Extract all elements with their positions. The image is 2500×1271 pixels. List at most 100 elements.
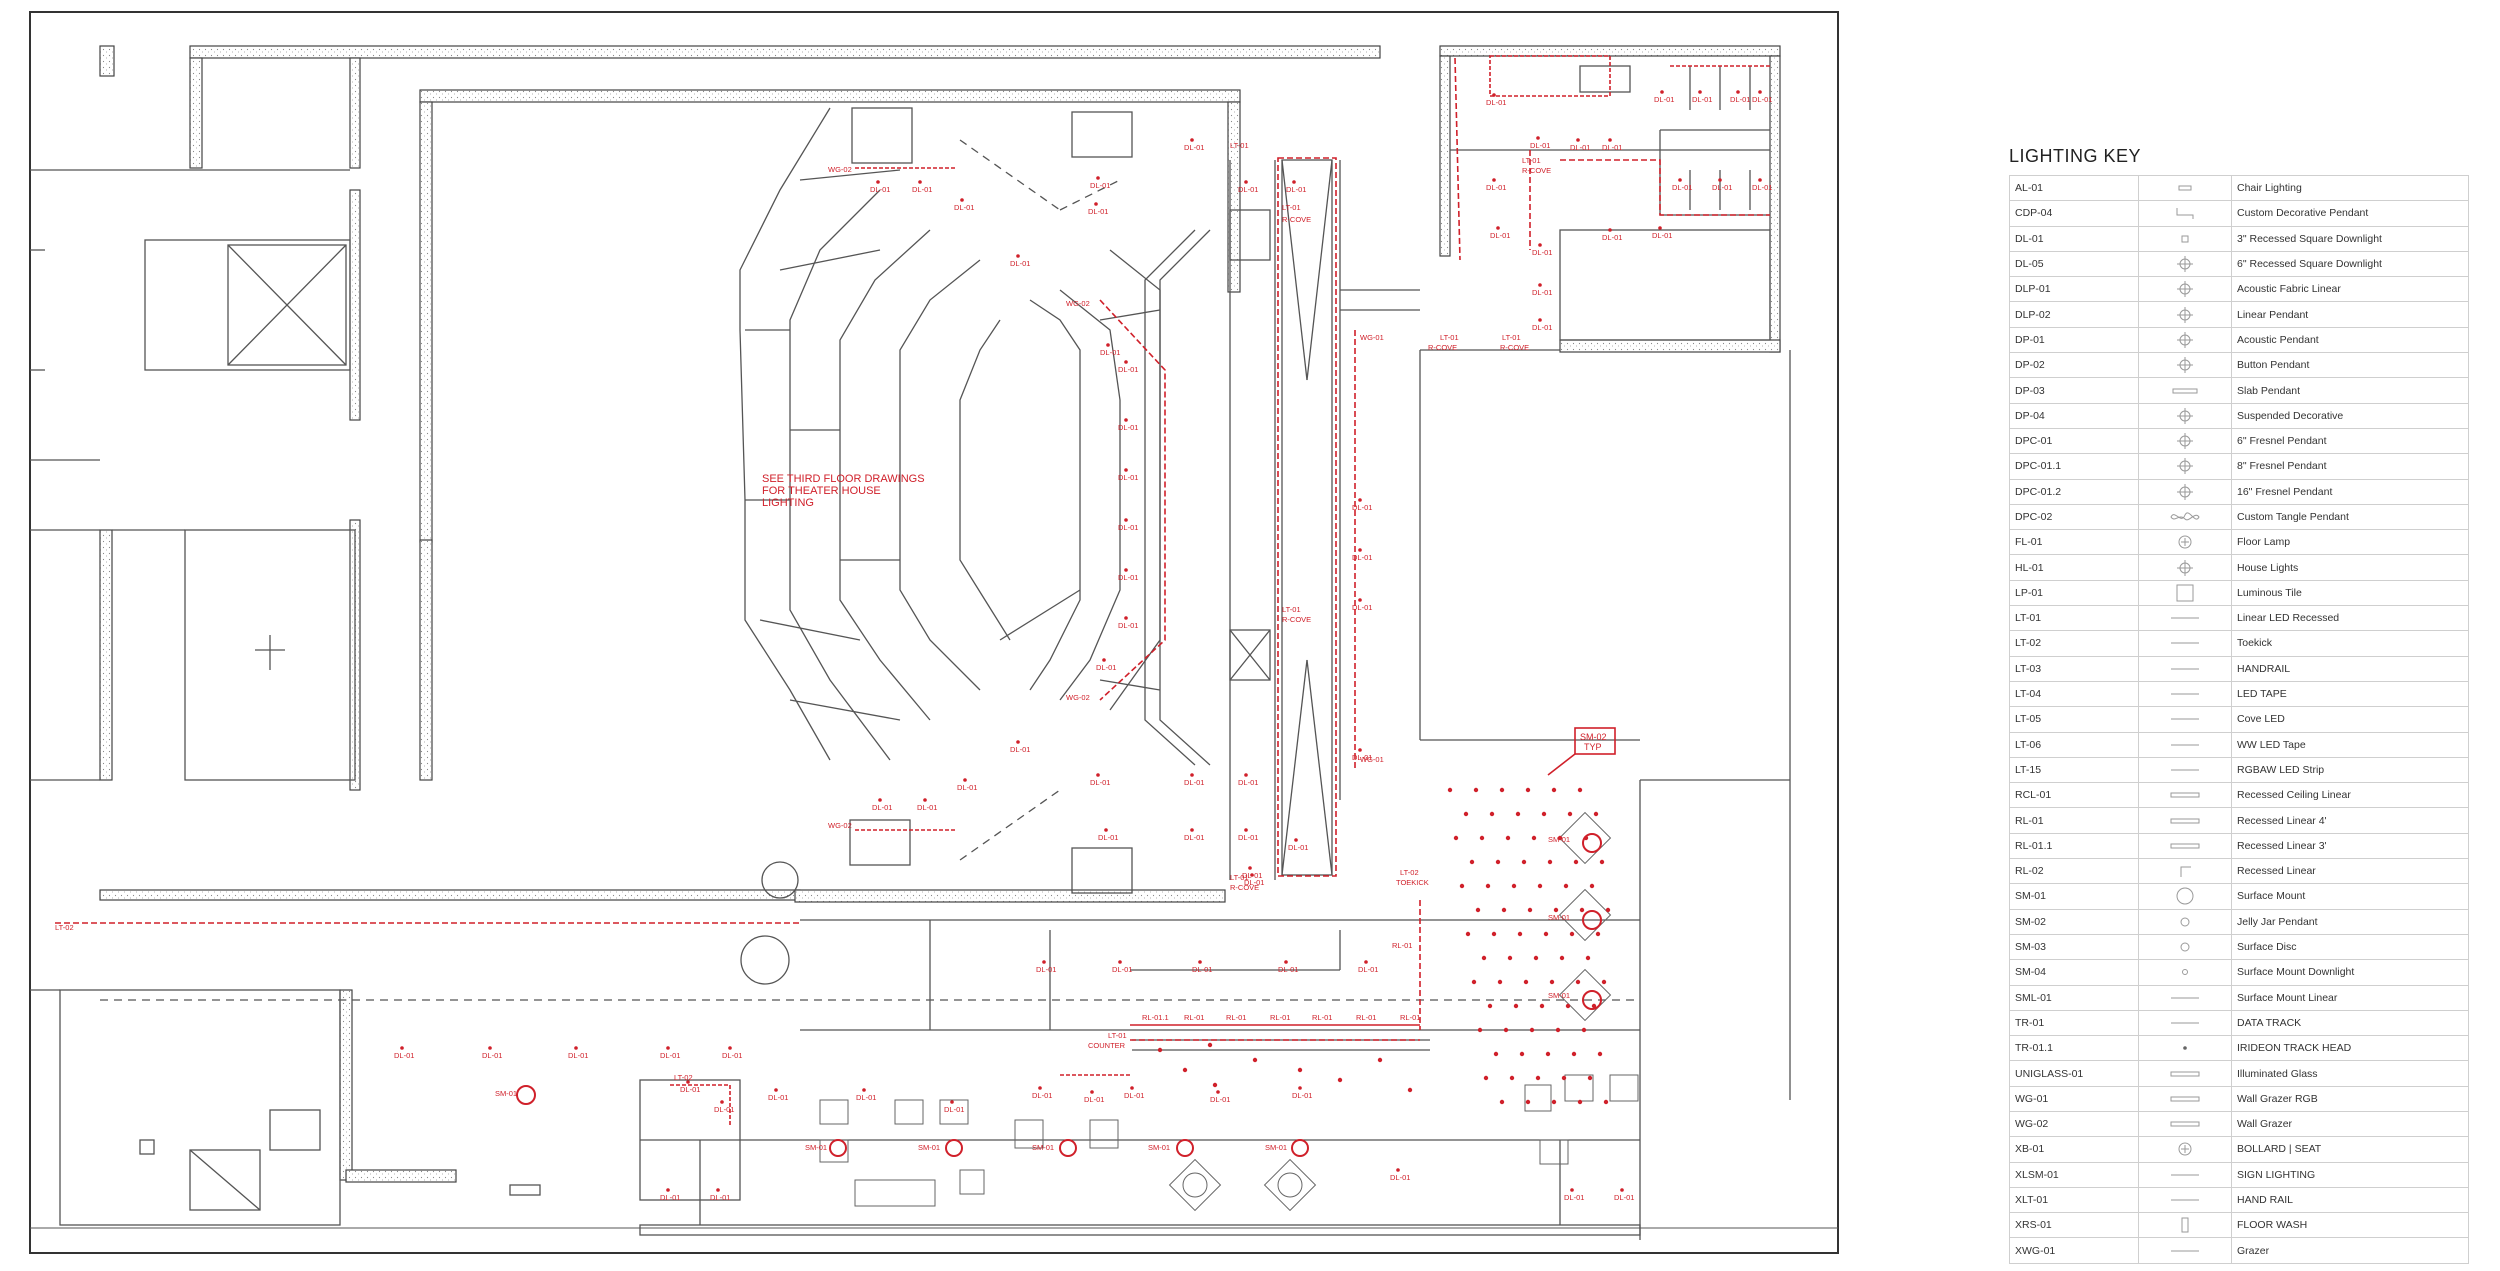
- downlight-dot: [1124, 616, 1128, 620]
- double-line-icon: [2138, 1110, 2232, 1138]
- crosshair-icon: [2138, 326, 2232, 354]
- fixture-label: DL-01: [1010, 259, 1030, 268]
- downlight-dot: [876, 180, 880, 184]
- fixture-label: DL-01: [1090, 181, 1110, 190]
- downlight-dot: [1545, 1051, 1551, 1057]
- legend-code: SM-03: [2009, 933, 2139, 961]
- downlight-dot: [1565, 1003, 1571, 1009]
- legend-code: DPC-01.1: [2009, 453, 2139, 480]
- fixture-label: RL-01: [1356, 1013, 1376, 1022]
- downlight-dot: [1538, 283, 1542, 287]
- downlight-dot: [1581, 1027, 1587, 1033]
- fixture-label: LT-01: [1502, 333, 1521, 342]
- downlight-dot: [1465, 931, 1471, 937]
- downlight-dot: [1459, 883, 1465, 889]
- fixture-label: DL-01: [954, 203, 974, 212]
- floor-plan: DL-01DL-01DL-01DL-01DL-01DL-01DL-01DL-01…: [29, 11, 1839, 1254]
- downlight-dot: [963, 778, 967, 782]
- legend-description: SIGN LIGHTING: [2231, 1161, 2469, 1188]
- downlight-dot: [1016, 740, 1020, 744]
- fixture-label: R-COVE: [1522, 166, 1551, 175]
- downlight-dot: [1485, 883, 1491, 889]
- fixture-label: DL-01: [1098, 833, 1118, 842]
- fixture-label: DL-01: [1730, 95, 1750, 104]
- fixture-label: DL-01: [1358, 965, 1378, 974]
- downlight-dot: [1248, 866, 1252, 870]
- fixture-label: DL-01: [1752, 95, 1772, 104]
- fixture-label: SM-01: [805, 1143, 827, 1152]
- downlight-dot: [1358, 748, 1362, 752]
- legend-description: Recessed Linear: [2231, 858, 2469, 885]
- legend-code: UNIGLASS-01: [2009, 1060, 2139, 1087]
- line-icon: [2138, 680, 2232, 708]
- downlight-dot: [862, 1088, 866, 1092]
- downlight-dot: [1157, 1047, 1163, 1053]
- legend-code: LT-15: [2009, 756, 2139, 784]
- downlight-dot: [488, 1046, 492, 1050]
- legend-description: Linear Pendant: [2231, 301, 2469, 328]
- fixture-label: DL-01: [1238, 778, 1258, 787]
- legend-code: CDP-04: [2009, 200, 2139, 227]
- fixture-label: DL-01: [1088, 207, 1108, 216]
- legend-description: Recessed Linear 3': [2231, 832, 2469, 860]
- downlight-dot: [1620, 1188, 1624, 1192]
- line-icon: [2138, 984, 2232, 1011]
- legend-description: Illuminated Glass: [2231, 1060, 2469, 1087]
- downlight-dot: [960, 198, 964, 202]
- sm02-callout: SM-02 TYP: [1580, 732, 1607, 752]
- downlight-dot: [1499, 1099, 1505, 1105]
- downlight-dot: [878, 798, 882, 802]
- downlight-dot: [1601, 979, 1607, 985]
- line-icon: [2138, 1161, 2232, 1188]
- legend-code: DL-01: [2009, 225, 2139, 252]
- fixture-label: SM-01: [1148, 1143, 1170, 1152]
- downlight-dot: [1529, 1027, 1535, 1033]
- fixture-label: R-COVE: [1282, 215, 1311, 224]
- fixture-label: DL-01: [1184, 143, 1204, 152]
- downlight-dot: [1599, 859, 1605, 865]
- legend-code: TR-01: [2009, 1009, 2139, 1037]
- downlight-dot: [1216, 1090, 1220, 1094]
- legend-code: RCL-01: [2009, 782, 2139, 809]
- fixture-label: DL-01: [1192, 965, 1212, 974]
- corner-icon: [2138, 858, 2232, 885]
- legend-description: Surface Mount: [2231, 883, 2469, 910]
- legend-code: LT-06: [2009, 731, 2139, 758]
- downlight-dot: [1505, 835, 1511, 841]
- fixture-label: DL-01: [1692, 95, 1712, 104]
- fixture-label: DL-01: [568, 1051, 588, 1060]
- downlight-dot: [574, 1046, 578, 1050]
- downlight-dot: [1492, 178, 1496, 182]
- fixture-label: DL-01: [1238, 833, 1258, 842]
- downlight-dot: [1513, 1003, 1519, 1009]
- downlight-dot: [1561, 1075, 1567, 1081]
- fixture-label: SM-01: [1265, 1143, 1287, 1152]
- downlight-dot: [1471, 979, 1477, 985]
- downlight-dot: [1559, 955, 1565, 961]
- fixture-label: LT-01: [1522, 156, 1541, 165]
- fixture-label: DL-01: [1288, 843, 1308, 852]
- legend-code: SM-02: [2009, 908, 2139, 935]
- downlight-dot: [1124, 418, 1128, 422]
- downlight-dot: [1525, 787, 1531, 793]
- downlight-dots: [400, 90, 1762, 1192]
- fixture-label: WG-02: [828, 821, 852, 830]
- fixture-label: DL-01: [1100, 348, 1120, 357]
- downlight-dot: [1483, 1075, 1489, 1081]
- fixture-label: SM-01: [495, 1089, 517, 1098]
- fixture-label: DL-01: [660, 1051, 680, 1060]
- downlight-dot: [1541, 811, 1547, 817]
- fixture-label: DL-01: [1532, 323, 1552, 332]
- legend-description: Surface Mount Downlight: [2231, 959, 2469, 986]
- downlight-dot: [1124, 568, 1128, 572]
